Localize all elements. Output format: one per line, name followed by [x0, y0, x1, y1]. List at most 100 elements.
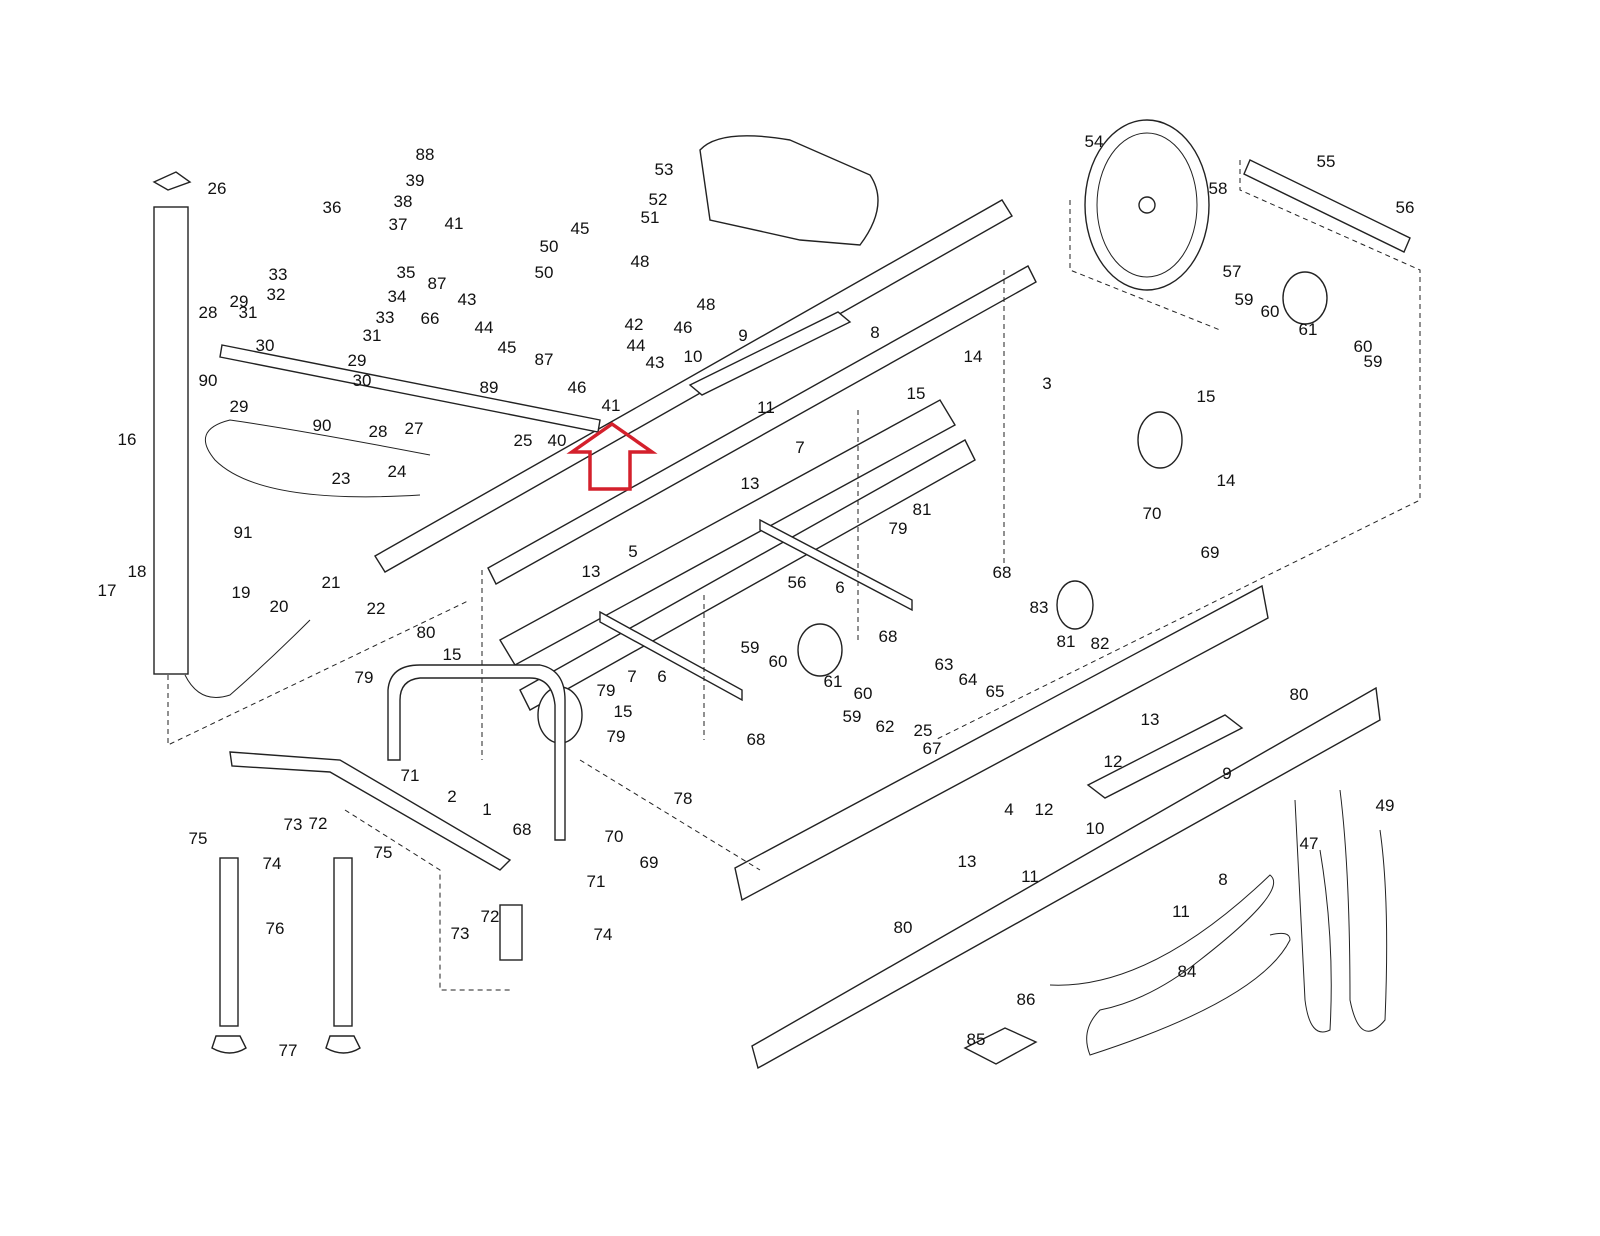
- callout-part-56: 56: [1396, 198, 1415, 217]
- callout-part-47: 47: [1300, 834, 1319, 853]
- callout-part-80: 80: [894, 918, 913, 937]
- callout-part-8: 8: [870, 323, 879, 342]
- callout-part-42: 42: [625, 315, 644, 334]
- callout-part-4: 4: [1004, 800, 1013, 819]
- callout-part-90: 90: [313, 416, 332, 435]
- callout-part-39: 39: [406, 171, 425, 190]
- leg-76-right: [333, 857, 353, 1027]
- callout-part-71: 71: [587, 872, 606, 891]
- callout-part-70: 70: [605, 827, 624, 846]
- callout-part-29: 29: [230, 292, 249, 311]
- belt-84: [1049, 874, 1291, 1056]
- callout-part-68: 68: [879, 627, 898, 646]
- callout-part-21: 21: [322, 573, 341, 592]
- callout-part-11: 11: [1172, 902, 1190, 921]
- callout-part-1: 1: [482, 800, 491, 819]
- cable-49: [1339, 789, 1388, 1032]
- callout-part-37: 37: [389, 215, 408, 234]
- callout-part-13: 13: [741, 474, 760, 493]
- callout-part-10: 10: [1086, 819, 1105, 838]
- callout-part-61: 61: [1299, 320, 1318, 339]
- callout-part-64: 64: [959, 670, 978, 689]
- callout-part-57: 57: [1223, 262, 1242, 281]
- callout-part-53: 53: [655, 160, 674, 179]
- shaft-55: [1243, 159, 1411, 253]
- callout-part-81: 81: [1057, 632, 1076, 651]
- stabilizer-2: [229, 751, 512, 871]
- callout-part-85: 85: [967, 1030, 986, 1049]
- callout-part-44: 44: [475, 318, 494, 337]
- callout-part-89: 89: [480, 378, 499, 397]
- callout-part-23: 23: [332, 469, 351, 488]
- callout-part-88: 88: [416, 145, 435, 164]
- callout-part-79: 79: [889, 519, 908, 538]
- callout-part-60: 60: [854, 684, 873, 703]
- crossbar-6b: [599, 610, 743, 702]
- callout-part-13: 13: [582, 562, 601, 581]
- handle-frame-15: [387, 664, 566, 841]
- callout-part-3: 3: [1042, 374, 1051, 393]
- foot-pad-bracket: [499, 904, 523, 961]
- post-cap-26: [152, 171, 192, 191]
- callout-part-69: 69: [640, 853, 659, 872]
- callout-part-9: 9: [738, 326, 747, 345]
- callout-part-18: 18: [128, 562, 147, 581]
- callout-part-82: 82: [1091, 634, 1110, 653]
- callout-part-41: 41: [445, 214, 464, 233]
- crossbar-6: [759, 518, 913, 612]
- callout-part-73: 73: [451, 924, 470, 943]
- callout-part-6: 6: [835, 578, 844, 597]
- assembly-line-3: [934, 160, 1421, 741]
- callout-part-61: 61: [824, 672, 843, 691]
- callout-part-26: 26: [208, 179, 227, 198]
- callout-part-13: 13: [1141, 710, 1160, 729]
- callout-part-87: 87: [428, 274, 447, 293]
- callout-part-75: 75: [189, 829, 208, 848]
- callout-part-11: 11: [1021, 867, 1039, 886]
- callout-part-14: 14: [964, 347, 983, 366]
- callout-part-79: 79: [607, 727, 626, 746]
- callout-part-43: 43: [646, 353, 665, 372]
- callout-part-49: 49: [1376, 796, 1395, 815]
- callout-part-74: 74: [263, 854, 282, 873]
- callout-part-90: 90: [199, 371, 218, 390]
- leg-76-left: [219, 857, 239, 1027]
- flywheel-rim: [1096, 132, 1198, 278]
- callout-part-46: 46: [568, 378, 587, 397]
- callout-part-73: 73: [284, 815, 303, 834]
- roller-61-lower: [797, 623, 843, 677]
- callout-part-69: 69: [1201, 543, 1220, 562]
- frame-tube-7: [519, 439, 976, 711]
- callout-part-62: 62: [876, 717, 895, 736]
- rail-8-lower: [751, 686, 1381, 1070]
- callout-part-12: 12: [1035, 800, 1054, 819]
- callout-part-15: 15: [614, 702, 633, 721]
- callout-part-28: 28: [199, 303, 218, 322]
- foot-77-right: [325, 1035, 361, 1054]
- callout-part-41: 41: [602, 396, 621, 415]
- highlight-arrow-up: [566, 421, 658, 491]
- callout-part-50: 50: [540, 237, 559, 256]
- callout-part-60: 60: [769, 652, 788, 671]
- callout-part-15: 15: [1197, 387, 1216, 406]
- callout-part-79: 79: [355, 668, 374, 687]
- callout-part-25: 25: [914, 721, 933, 740]
- wheel-15-right: [1137, 411, 1183, 469]
- callout-part-80: 80: [1290, 685, 1309, 704]
- callout-part-68: 68: [513, 820, 532, 839]
- callout-part-29: 29: [348, 351, 367, 370]
- callout-part-32: 32: [267, 285, 286, 304]
- callout-part-66: 66: [421, 309, 440, 328]
- callout-part-20: 20: [270, 597, 289, 616]
- callout-part-84: 84: [1178, 962, 1197, 981]
- callout-part-7: 7: [795, 438, 804, 457]
- callout-part-36: 36: [323, 198, 342, 217]
- callout-part-60: 60: [1354, 337, 1373, 356]
- callout-part-9: 9: [1222, 764, 1231, 783]
- part-85: [963, 1027, 1038, 1065]
- callout-part-15: 15: [907, 384, 926, 403]
- callout-part-91: 91: [234, 523, 253, 542]
- cable-47: [1294, 799, 1332, 1033]
- callout-part-31: 31: [239, 303, 258, 322]
